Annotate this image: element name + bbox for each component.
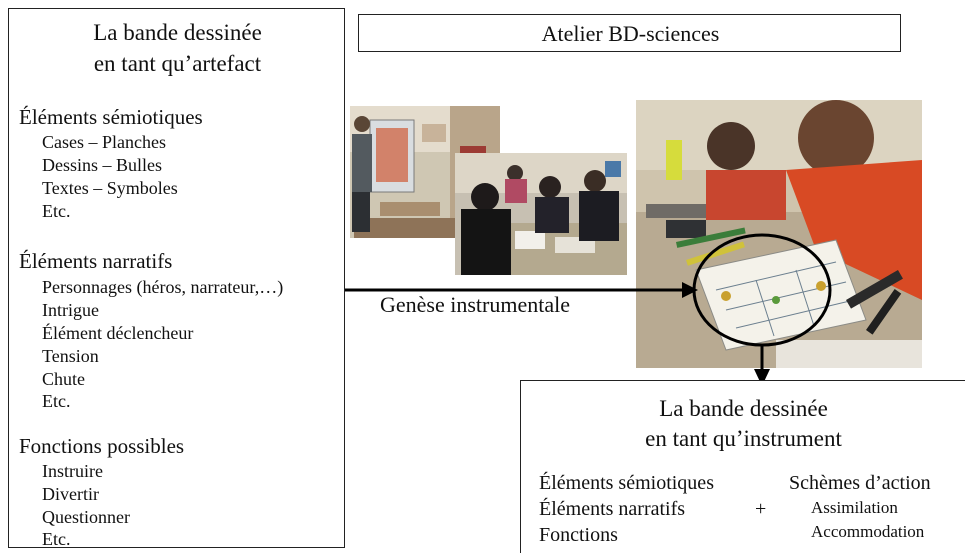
instrument-item: Éléments narratifs bbox=[539, 498, 686, 520]
function-item: Instruire bbox=[42, 461, 103, 481]
section-heading-functions: Fonctions possibles bbox=[19, 434, 185, 458]
schemes-item: Accommodation bbox=[811, 522, 925, 541]
narrative-item: Élément déclencheur bbox=[42, 323, 194, 343]
semiotic-item: Textes – Symboles bbox=[42, 178, 178, 198]
semiotic-item: Etc. bbox=[42, 201, 71, 221]
narrative-item: Personnages (héros, narrateur,…) bbox=[42, 277, 284, 297]
genesis-label: Genèse instrumentale bbox=[380, 292, 570, 317]
schemes-heading: Schèmes d’action bbox=[789, 472, 931, 494]
plus-sign: + bbox=[755, 498, 767, 520]
narrative-item: Etc. bbox=[42, 391, 71, 411]
down-arrowhead bbox=[754, 369, 770, 386]
highlight-ellipse bbox=[692, 233, 832, 347]
artefact-title-line2: en tant qu’artefact bbox=[93, 51, 262, 76]
instrument-title-line1: La bande dessinée bbox=[659, 396, 828, 421]
narrative-item: Chute bbox=[42, 369, 85, 389]
instrument-item: Éléments sémiotiques bbox=[539, 472, 714, 494]
section-heading-semiotic: Éléments sémiotiques bbox=[19, 105, 203, 129]
instrument-panel: La bande dessinée en tant qu’instrument … bbox=[520, 380, 965, 553]
artefact-panel: La bande dessinée en tant qu’artefact Él… bbox=[8, 8, 345, 548]
workshop-label-box: Atelier BD-sciences bbox=[358, 14, 901, 52]
narrative-item: Intrigue bbox=[42, 300, 99, 320]
section-heading-narrative: Éléments narratifs bbox=[19, 249, 173, 273]
schemes-item: Assimilation bbox=[811, 498, 898, 517]
function-item: Divertir bbox=[42, 484, 99, 504]
instrument-item: Fonctions bbox=[539, 524, 618, 546]
semiotic-item: Dessins – Bulles bbox=[42, 155, 163, 175]
classroom-photo-students bbox=[455, 153, 627, 275]
function-item: Etc. bbox=[42, 529, 71, 549]
classroom-photo-drawing bbox=[636, 100, 922, 368]
narrative-item: Tension bbox=[42, 346, 99, 366]
workshop-label: Atelier BD-sciences bbox=[541, 21, 720, 46]
artefact-title-line1: La bande dessinée bbox=[93, 20, 262, 45]
function-item: Questionner bbox=[42, 507, 130, 527]
instrument-title-line2: en tant qu’instrument bbox=[645, 426, 842, 451]
semiotic-item: Cases – Planches bbox=[42, 132, 166, 152]
genesis-arrowhead bbox=[682, 282, 698, 298]
